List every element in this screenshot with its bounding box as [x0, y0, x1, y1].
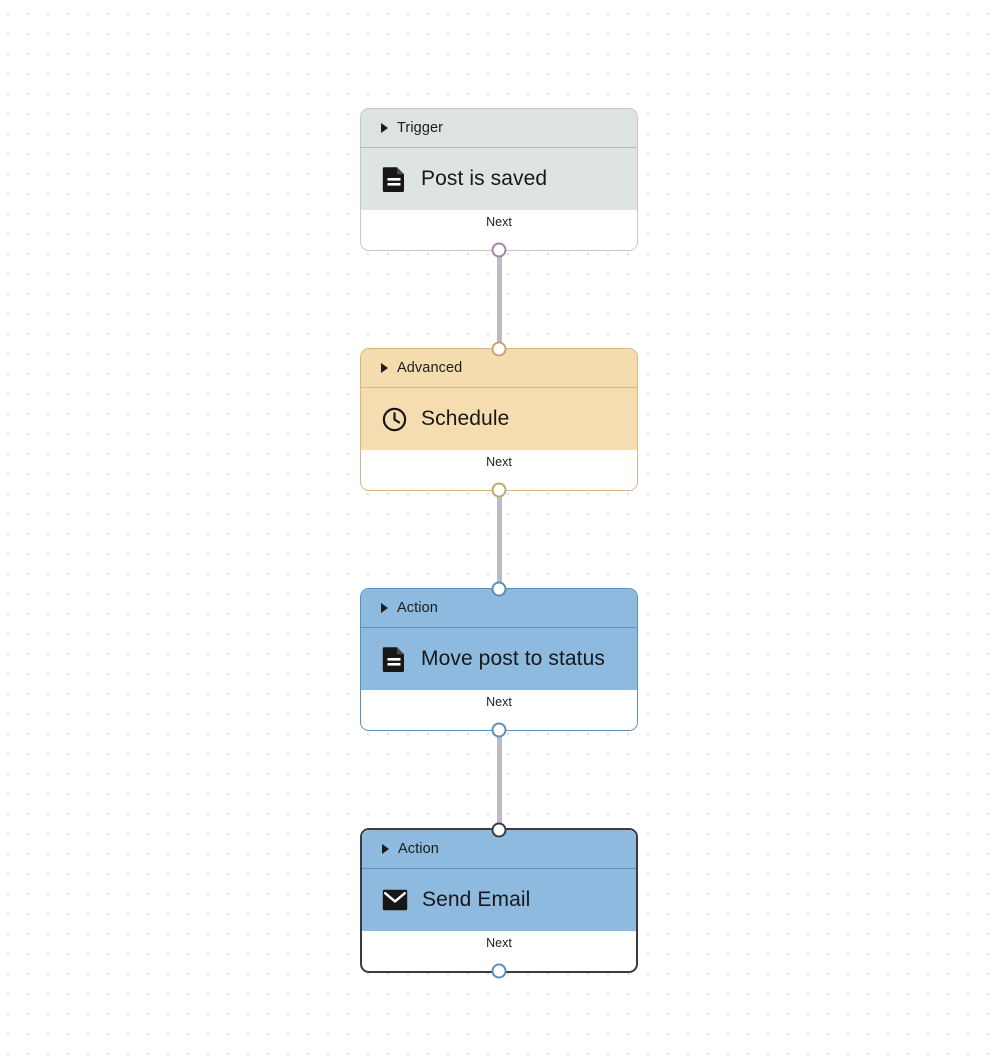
node-title: Schedule — [421, 407, 510, 430]
node-category-label: Trigger — [397, 120, 444, 136]
output-port-action-move-post[interactable] — [491, 722, 507, 738]
input-port-action-send-email[interactable] — [491, 822, 507, 838]
chevron-right-icon[interactable] — [381, 363, 388, 373]
node-category-label: Action — [398, 841, 439, 857]
node-header-action-move-post[interactable]: Action — [361, 589, 637, 627]
chevron-right-icon[interactable] — [381, 603, 388, 613]
edge-trigger-to-advanced[interactable] — [497, 235, 502, 345]
edge-action-1-to-action-2[interactable] — [497, 715, 502, 825]
workflow-node-trigger[interactable]: Trigger Post is saved Next — [360, 108, 638, 258]
node-next-label: Next — [486, 215, 512, 229]
node-divider — [361, 387, 637, 388]
node-next-label: Next — [486, 936, 512, 950]
input-port-action-move-post[interactable] — [491, 581, 507, 597]
node-body-trigger[interactable]: Post is saved — [361, 148, 637, 210]
envelope-icon — [382, 887, 408, 913]
document-icon — [381, 166, 407, 192]
node-header-advanced[interactable]: Advanced — [361, 349, 637, 387]
edge-advanced-to-action-1[interactable] — [497, 475, 502, 585]
document-icon — [381, 646, 407, 672]
node-body-advanced[interactable]: Schedule — [361, 388, 637, 450]
chevron-right-icon[interactable] — [382, 844, 389, 854]
chevron-right-icon[interactable] — [381, 123, 388, 133]
output-port-advanced[interactable] — [491, 482, 507, 498]
node-title: Move post to status — [421, 647, 605, 670]
node-title: Post is saved — [421, 167, 548, 190]
workflow-node-advanced[interactable]: Advanced Schedule Next — [360, 341, 638, 498]
output-port-trigger[interactable] — [491, 242, 507, 258]
node-body-action-send-email[interactable]: Send Email — [362, 869, 636, 931]
node-next-label: Next — [486, 455, 512, 469]
workflow-node-action-move-post[interactable]: Action Move post to status Next — [360, 581, 638, 738]
node-divider — [361, 627, 637, 628]
node-category-label: Action — [397, 600, 438, 616]
node-header-trigger[interactable]: Trigger — [361, 109, 637, 147]
output-port-action-send-email[interactable] — [491, 963, 507, 979]
input-port-advanced[interactable] — [491, 341, 507, 357]
node-title: Send Email — [422, 888, 531, 911]
node-body-action-move-post[interactable]: Move post to status — [361, 628, 637, 690]
node-category-label: Advanced — [397, 360, 463, 376]
clock-icon — [381, 406, 407, 432]
node-divider — [362, 868, 636, 869]
node-divider — [361, 147, 637, 148]
workflow-node-action-send-email[interactable]: Action Send Email Next — [360, 822, 638, 979]
node-next-label: Next — [486, 695, 512, 709]
